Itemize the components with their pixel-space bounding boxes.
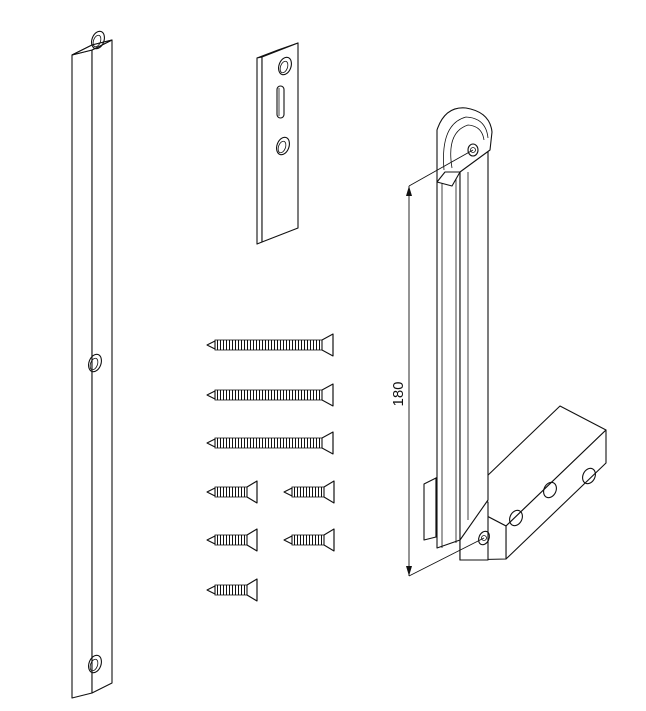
dimension-180: 180	[390, 149, 485, 577]
long-screw-2	[206, 383, 334, 407]
short-screw-1	[206, 480, 258, 504]
short-mounting-plate	[256, 42, 299, 245]
short-screw-4	[283, 528, 335, 552]
long-mounting-strip	[71, 30, 113, 699]
short-screw-5	[206, 578, 258, 602]
long-screw-3	[206, 431, 334, 455]
roller-arm-bracket	[423, 107, 607, 561]
short-screws	[206, 480, 335, 602]
long-screws	[206, 333, 334, 455]
short-screw-2	[283, 480, 335, 504]
long-screw-1	[206, 333, 334, 357]
dimension-label: 180	[390, 381, 407, 406]
short-screw-3	[206, 528, 258, 552]
